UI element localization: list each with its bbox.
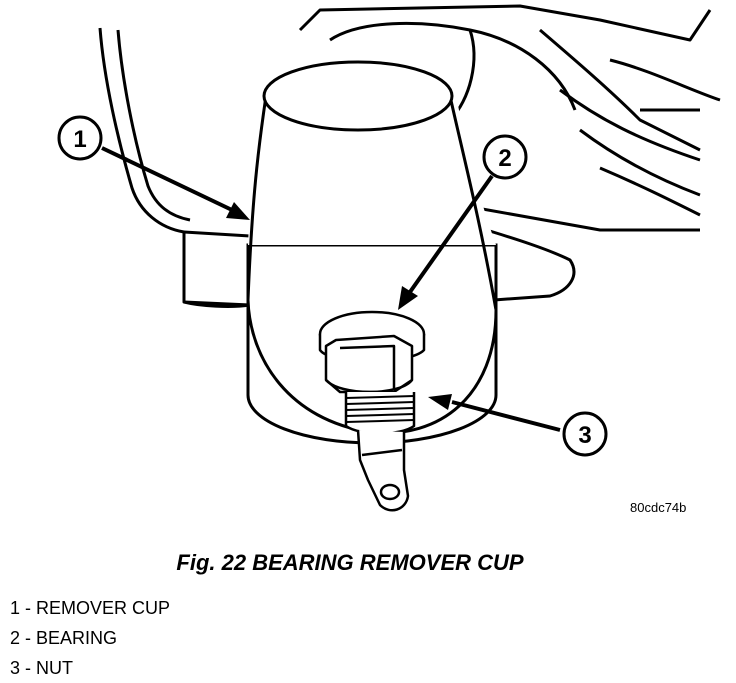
svg-text:3: 3 <box>578 422 591 449</box>
svg-text:1: 1 <box>73 126 86 153</box>
figure-caption: Fig. 22 BEARING REMOVER CUP <box>176 550 524 575</box>
callout-3: 3 <box>562 411 608 457</box>
bearing-nut-shaft <box>318 310 426 512</box>
bearing-remover-illustration: 1 2 3 80cdc74b <box>57 4 721 515</box>
image-code: 80cdc74b <box>630 500 686 515</box>
legend-item: 2 - BEARING <box>10 628 118 648</box>
callout-1: 1 <box>57 115 103 161</box>
legend-item: 1 - REMOVER CUP <box>10 598 171 618</box>
housing-casting <box>98 4 721 308</box>
shaft-end <box>356 429 410 512</box>
callout-2: 2 <box>482 134 528 180</box>
hex-nut <box>324 334 414 394</box>
leader-arrows <box>101 146 561 432</box>
svg-text:2: 2 <box>498 145 511 172</box>
legend-item: 3 - NUT <box>10 658 73 678</box>
legend: 1 - REMOVER CUP 2 - BEARING 3 - NUT <box>10 593 170 683</box>
